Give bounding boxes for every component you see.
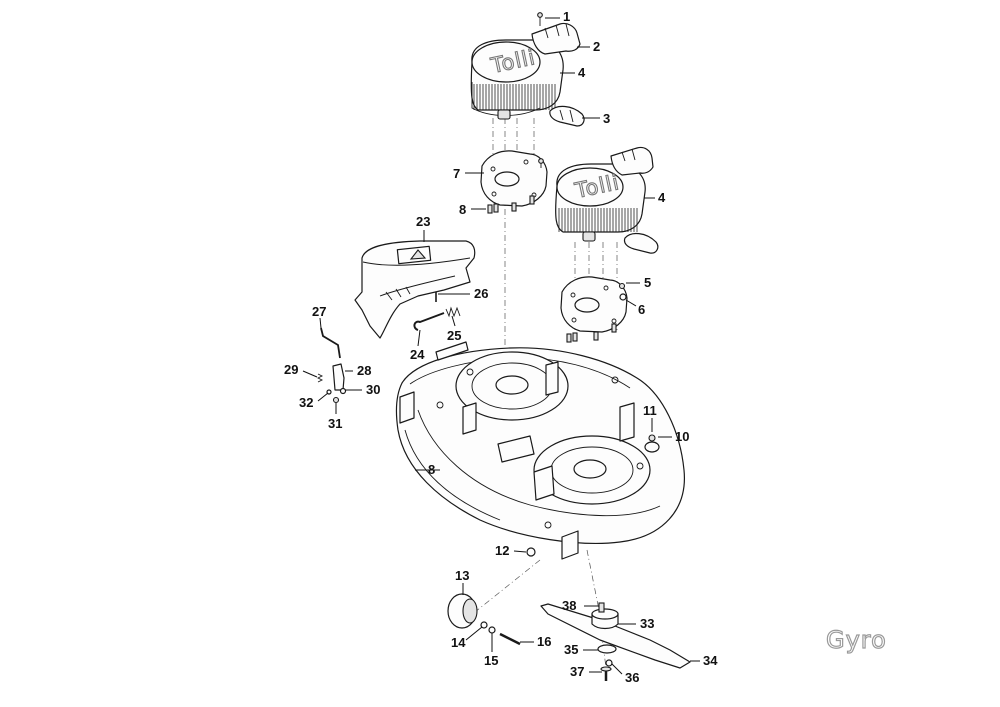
callout-27: 27 bbox=[312, 304, 326, 319]
callout-26: 26 bbox=[474, 286, 488, 301]
wheel-13 bbox=[447, 593, 478, 629]
callout-33: 33 bbox=[640, 616, 654, 631]
pulley-cover-lower: Tolli bbox=[555, 163, 646, 242]
washer-14 bbox=[480, 621, 488, 629]
bolts-8-upper bbox=[487, 195, 535, 214]
callout-labels: 1 2 3 4 4 5 6 7 8 8 10 11 12 13 14 15 16… bbox=[284, 9, 718, 685]
spring-25 bbox=[445, 306, 461, 318]
callout-7: 7 bbox=[453, 166, 460, 181]
callout-23: 23 bbox=[416, 214, 430, 229]
lever-bracket-28 bbox=[332, 363, 345, 391]
pulley-cover-upper: Tolli bbox=[470, 39, 564, 120]
callout-10: 10 bbox=[675, 429, 689, 444]
callout-12: 12 bbox=[495, 543, 509, 558]
nut-12 bbox=[526, 547, 536, 557]
blade-34 bbox=[540, 603, 691, 669]
callout-30: 30 bbox=[366, 382, 380, 397]
mower-deck-8 bbox=[395, 341, 685, 560]
callout-14: 14 bbox=[451, 635, 466, 650]
callout-3: 3 bbox=[603, 111, 610, 126]
callout-34: 34 bbox=[703, 653, 718, 668]
cover-cap-3 bbox=[549, 105, 585, 127]
callout-1: 1 bbox=[563, 9, 570, 24]
callout-6: 6 bbox=[638, 302, 645, 317]
callout-31: 31 bbox=[328, 416, 342, 431]
callout-4-upper: 4 bbox=[578, 65, 586, 80]
bracket-plate-6 bbox=[560, 276, 628, 333]
callout-32: 32 bbox=[299, 395, 313, 410]
discharge-deflector-23 bbox=[354, 240, 476, 339]
callout-15: 15 bbox=[484, 653, 498, 668]
washer-36 bbox=[605, 659, 613, 667]
deflector-rod-24 bbox=[413, 312, 445, 331]
callout-28: 28 bbox=[357, 363, 371, 378]
leader-lines bbox=[302, 17, 700, 675]
washer-30 bbox=[339, 387, 347, 395]
callout-37: 37 bbox=[570, 664, 584, 679]
cover-cap-2 bbox=[531, 22, 581, 55]
callout-35: 35 bbox=[564, 642, 578, 657]
nut-31 bbox=[332, 396, 340, 404]
cover-cap-2-lower bbox=[610, 146, 654, 176]
spring-29 bbox=[316, 373, 324, 383]
lever-rod-27 bbox=[320, 327, 341, 359]
callout-25: 25 bbox=[447, 328, 461, 343]
blade-hub-33 bbox=[591, 608, 619, 630]
callout-2: 2 bbox=[593, 39, 600, 54]
callout-4-lower: 4 bbox=[658, 190, 666, 205]
brand-watermark: Gyro bbox=[826, 626, 887, 654]
callout-8-deck: 8 bbox=[428, 462, 435, 477]
callout-13: 13 bbox=[455, 568, 469, 583]
callout-38: 38 bbox=[562, 598, 576, 613]
washer-35 bbox=[597, 644, 617, 654]
callout-24: 24 bbox=[410, 347, 425, 362]
washer-15 bbox=[488, 626, 496, 634]
bolt-16 bbox=[499, 632, 521, 646]
callout-5: 5 bbox=[644, 275, 651, 290]
cover-cap-3-lower bbox=[623, 232, 659, 254]
callout-29: 29 bbox=[284, 362, 298, 377]
roller-10-11 bbox=[644, 434, 660, 453]
bolt-37 bbox=[600, 666, 612, 681]
key-38 bbox=[598, 602, 605, 613]
callout-16: 16 bbox=[537, 634, 551, 649]
callout-36: 36 bbox=[625, 670, 639, 685]
callout-8-upper: 8 bbox=[459, 202, 466, 217]
screw-1 bbox=[537, 12, 543, 26]
bolts-8-lower bbox=[566, 323, 617, 343]
bracket-plate-7 bbox=[480, 150, 548, 207]
callout-11: 11 bbox=[643, 403, 657, 418]
